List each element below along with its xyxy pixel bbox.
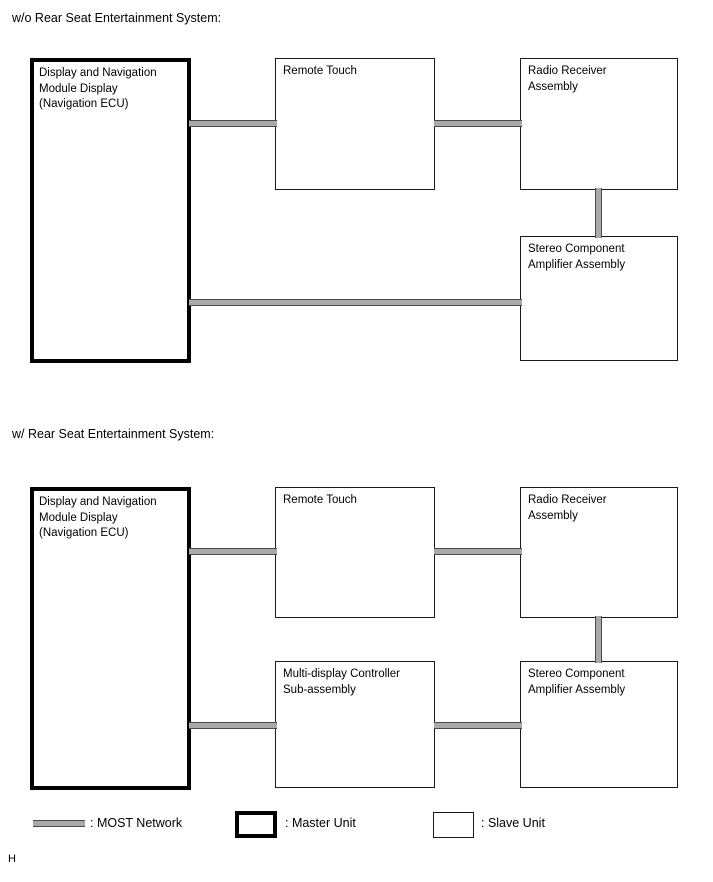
most-link-radio-receiver-to-stereo-amplifier-without-rse <box>595 188 602 238</box>
unit-label: Remote Touch <box>283 494 357 506</box>
legend-label: : Slave Unit <box>481 816 545 830</box>
legend-label: : Master Unit <box>285 816 356 830</box>
unit-stereo-component-amplifier-assembly-with-rse: Stereo Component Amplifier Assembly <box>520 661 678 788</box>
unit-label: Display and Navigation Module Display (N… <box>39 496 157 539</box>
most-link-multi-display-controller-to-stereo-amplifier-with-rse <box>434 722 522 729</box>
most-link-display-to-remote-touch-without-rse <box>189 120 277 127</box>
legend-label: : MOST Network <box>90 816 183 830</box>
section-title-without-rse: w/o Rear Seat Entertainment System: <box>12 11 222 25</box>
most-link-radio-receiver-to-stereo-amplifier-with-rse <box>595 616 602 663</box>
unit-radio-receiver-assembly-with-rse: Radio Receiver Assembly <box>520 487 678 618</box>
unit-label: Stereo Component Amplifier Assembly <box>528 668 626 696</box>
unit-stereo-component-amplifier-assembly-without-rse: Stereo Component Amplifier Assembly <box>520 236 678 361</box>
unit-label: Radio Receiver Assembly <box>528 65 607 93</box>
unit-label: Display and Navigation Module Display (N… <box>39 67 157 110</box>
unit-display-navigation-module-display-with-rse: Display and Navigation Module Display (N… <box>30 487 191 790</box>
unit-display-navigation-module-display-without-rse: Display and Navigation Module Display (N… <box>30 58 191 363</box>
slave-unit-box-icon <box>433 812 474 838</box>
unit-remote-touch-with-rse: Remote Touch <box>275 487 435 618</box>
unit-label: Multi-display Controller Sub-assembly <box>283 668 400 696</box>
section-title-with-rse: w/ Rear Seat Entertainment System: <box>12 427 215 441</box>
unit-label: Stereo Component Amplifier Assembly <box>528 243 626 271</box>
master-unit-box-icon <box>235 811 277 838</box>
most-link-display-to-remote-touch-with-rse <box>189 548 277 555</box>
most-link-remote-touch-to-radio-receiver-with-rse <box>434 548 522 555</box>
most-link-display-to-stereo-amplifier-without-rse <box>189 299 522 306</box>
legend: : MOST Network : Master Unit : Slave Uni… <box>0 806 713 852</box>
unit-radio-receiver-assembly-without-rse: Radio Receiver Assembly <box>520 58 678 190</box>
unit-multi-display-controller-sub-assembly-with-rse: Multi-display Controller Sub-assembly <box>275 661 435 788</box>
unit-label: Radio Receiver Assembly <box>528 494 607 522</box>
unit-remote-touch-without-rse: Remote Touch <box>275 58 435 190</box>
most-link-remote-touch-to-radio-receiver-without-rse <box>434 120 522 127</box>
most-network-bar-icon <box>33 820 85 827</box>
unit-label: Remote Touch <box>283 65 357 77</box>
most-link-display-to-multi-display-controller-with-rse <box>189 722 277 729</box>
page-footer-mark: H <box>8 853 16 865</box>
